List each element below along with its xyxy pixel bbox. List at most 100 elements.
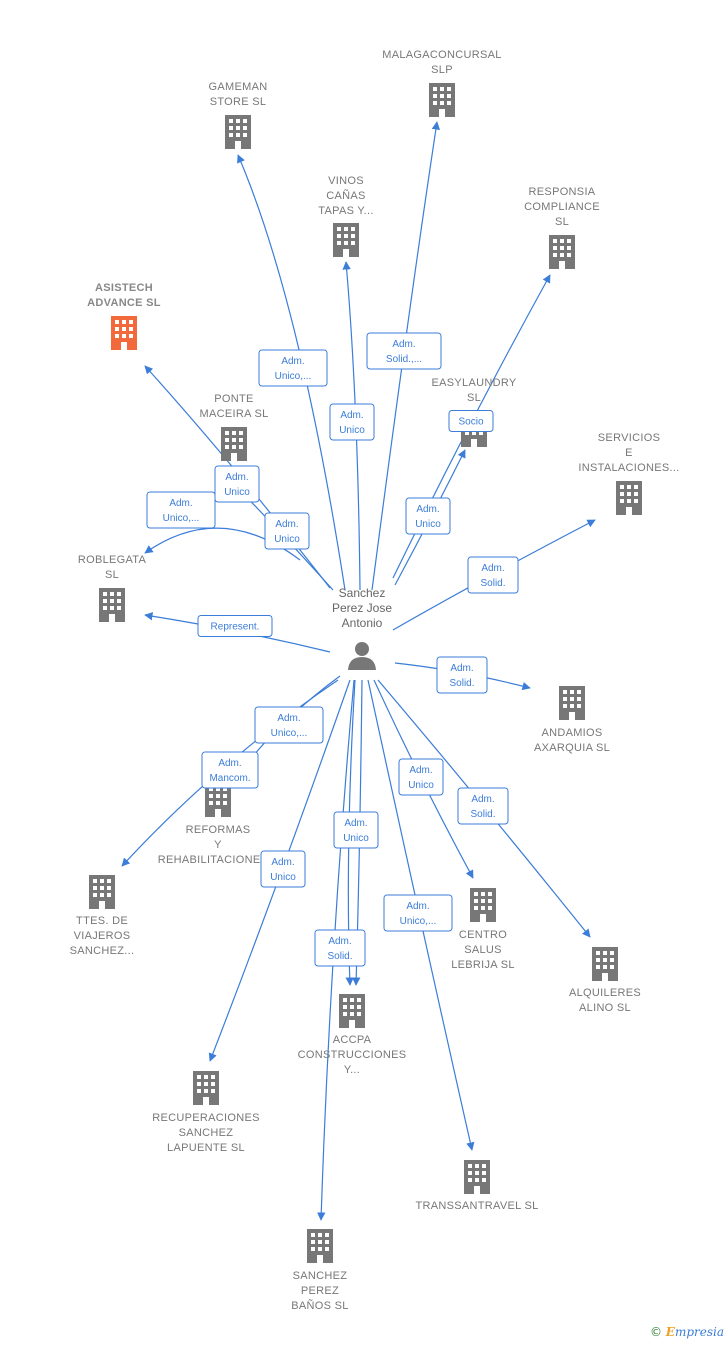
relation-label-text: Unico [339, 425, 365, 436]
relation-label-text: Unico [270, 872, 296, 883]
relation-label-text: Unico,... [275, 371, 312, 382]
relation-label-box [436, 656, 488, 694]
building-icon [470, 888, 496, 922]
relation-label-text: Solid. [327, 951, 352, 962]
company-node-accpa[interactable]: ACCPACONSTRUCCIONESY... [298, 994, 407, 1076]
building-icon [559, 686, 585, 720]
relation-label-roblegata[interactable]: Represent. [197, 615, 273, 637]
relation-label-accpa[interactable]: Adm. Solid. [314, 929, 366, 967]
relation-label-box [264, 512, 310, 550]
relation-label-text: Adm. [328, 936, 351, 947]
building-icon [99, 588, 125, 622]
person-name: Antonio [342, 616, 383, 630]
relation-label-roblegata[interactable]: Adm.Unico,... [146, 491, 216, 529]
relation-label-box [366, 332, 442, 370]
company-name: BAÑOS SL [291, 1299, 348, 1312]
person-name: Sanchez [339, 586, 386, 600]
relation-label-accpa[interactable]: Adm.Unico [333, 811, 379, 849]
relation-label-reformas[interactable]: Adm. Unico,... [254, 706, 324, 744]
relation-label-malagaconcursal[interactable]: Adm.Solid.,... [366, 332, 442, 370]
relation-label-text: Adm. [392, 339, 415, 350]
company-node-sanchezperez[interactable]: SANCHEZ PEREZ BAÑOS SL [291, 1229, 348, 1312]
relation-label-box [214, 465, 260, 503]
relation-label-text: Unico [408, 780, 434, 791]
building-icon [339, 994, 365, 1028]
building-icon [307, 1229, 333, 1263]
company-name: EASYLAUNDRY [431, 377, 516, 389]
company-node-servicios[interactable]: SERVICIOSEINSTALACIONES... [578, 432, 679, 515]
relation-label-ttes[interactable]: Adm.Mancom. [201, 751, 259, 789]
company-name: PONTE [214, 393, 253, 405]
relation-label-box [467, 556, 519, 594]
company-name: ANDAMIOS [541, 727, 602, 739]
company-name: E [625, 447, 633, 459]
company-node-andamios[interactable]: ANDAMIOS AXARQUIA SL [534, 686, 610, 754]
relation-label-recuperaciones[interactable]: Adm.Unico [260, 850, 306, 888]
relation-label-text: Adm. [277, 713, 300, 724]
edge-malagaconcursal [371, 121, 441, 591]
relation-label-box [197, 615, 273, 637]
company-name: AXARQUIA SL [534, 742, 610, 754]
company-name: ROBLEGATA [78, 554, 147, 566]
relation-label-text: Adm. [471, 794, 494, 805]
company-name: INSTALACIONES... [578, 462, 679, 474]
footer-brand: © Empresia [650, 1325, 724, 1339]
relation-label-asistech[interactable]: Adm.Unico [214, 465, 260, 503]
company-name: SL [105, 569, 119, 581]
relation-label-text: Unico [415, 519, 441, 530]
relation-label-alquileres[interactable]: Adm.Solid. [457, 787, 509, 825]
relation-label-text: Unico,... [271, 728, 308, 739]
company-name: ALQUILERES [569, 987, 641, 999]
relation-label-box [201, 751, 259, 789]
company-node-roblegata[interactable]: ROBLEGATA SL [78, 554, 147, 622]
relation-label-text: Adm. [406, 901, 429, 912]
company-name: Y... [344, 1064, 360, 1076]
relation-label-easylaundry[interactable]: Adm.Unico [405, 497, 451, 535]
building-icon [221, 427, 247, 461]
company-name: SANCHEZ [293, 1270, 348, 1282]
company-name: ACCPA [333, 1034, 372, 1046]
relation-label-box [398, 758, 444, 796]
company-name: STORE SL [210, 96, 267, 108]
relation-label-responsia[interactable]: Socio [448, 410, 494, 432]
company-name: SALUS [464, 944, 502, 956]
relation-label-servicios[interactable]: Adm.Solid. [467, 556, 519, 594]
relation-label-text: Unico [343, 833, 369, 844]
relation-label-ponte[interactable]: Adm.Unico [264, 512, 310, 550]
company-name: MALAGACONCURSAL [382, 49, 501, 61]
building-icon [333, 223, 359, 257]
relation-label-transantravel[interactable]: Adm.Unico,... [383, 894, 453, 932]
relation-label-gameman[interactable]: Adm.Unico,... [258, 349, 328, 387]
company-node-ttes[interactable]: TTES. DEVIAJEROSSANCHEZ... [70, 875, 135, 957]
company-name: SANCHEZ... [70, 945, 135, 957]
person-icon [348, 642, 376, 670]
relation-label-text: Unico [224, 487, 250, 498]
company-node-reformas[interactable]: REFORMASYREHABILITACIONES... [158, 783, 278, 866]
relation-label-text: Adm. [275, 519, 298, 530]
relation-label-box [333, 811, 379, 849]
relation-label-centro[interactable]: Adm.Unico [398, 758, 444, 796]
relation-label-text: Solid. [449, 678, 474, 689]
building-icon [193, 1071, 219, 1105]
company-node-transantravel[interactable]: TRANSSANTRAVEL SL [415, 1160, 538, 1212]
relation-label-vinos[interactable]: Adm.Unico [329, 403, 375, 441]
relation-label-text: Mancom. [209, 773, 250, 784]
relation-label-text: Solid. [480, 578, 505, 589]
relation-label-text: Represent. [211, 622, 260, 633]
copyright-symbol: © [649, 1325, 662, 1339]
company-name: PEREZ [301, 1285, 339, 1297]
relation-label-andamios[interactable]: Adm.Solid. [436, 656, 488, 694]
relation-label-box [146, 491, 216, 529]
